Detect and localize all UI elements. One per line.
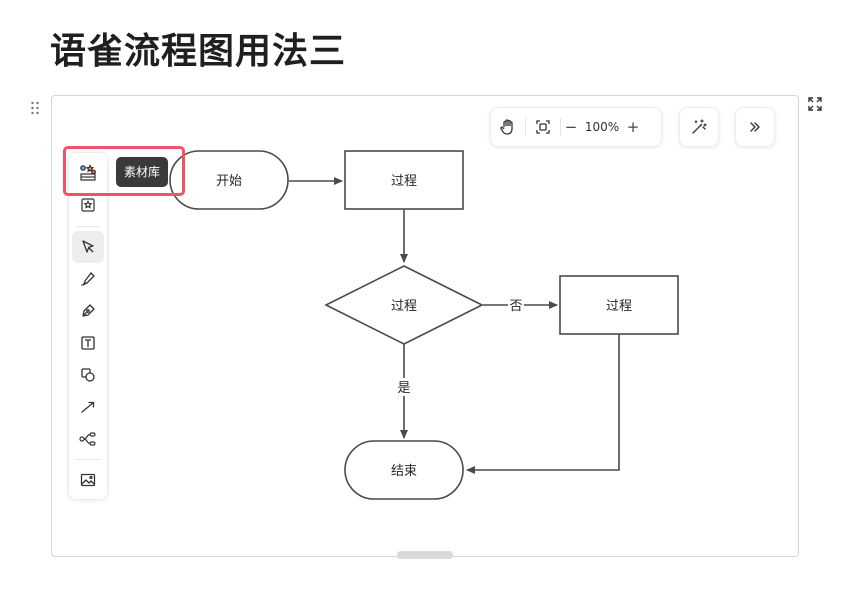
node-start-label: 开始 bbox=[216, 174, 242, 189]
node-start-shape bbox=[169, 150, 289, 210]
fullscreen-icon[interactable] bbox=[807, 96, 823, 112]
star-folder-icon[interactable] bbox=[72, 189, 104, 221]
zoom-out-button[interactable]: − bbox=[564, 118, 578, 136]
toolbar-divider bbox=[76, 226, 100, 227]
image-icon[interactable] bbox=[72, 464, 104, 496]
left-toolbar bbox=[68, 152, 108, 500]
magic-wand-icon[interactable] bbox=[679, 107, 719, 147]
edge-label-no: 否 bbox=[509, 299, 522, 314]
resize-handle[interactable] bbox=[397, 551, 453, 559]
tooltip-material-library: 素材库 bbox=[116, 157, 169, 187]
toolbar-divider bbox=[76, 459, 100, 460]
flowchart: 否 是 开始 过程 过程 过程 结束 bbox=[169, 150, 679, 500]
node-decision-label: 过程 bbox=[391, 299, 417, 314]
material-library-icon[interactable] bbox=[72, 157, 104, 189]
toolbar-divider bbox=[525, 118, 526, 136]
top-toolbar: − 100% + bbox=[490, 107, 662, 147]
whiteboard-canvas[interactable]: 否 是 开始 过程 过程 过程 结束 − 100% + bbox=[51, 95, 799, 557]
cursor-arrow-icon[interactable] bbox=[72, 231, 104, 263]
zoom-level[interactable]: 100% bbox=[584, 120, 620, 134]
pen-nib-icon[interactable] bbox=[72, 295, 104, 327]
edge-process2-to-end bbox=[466, 334, 620, 474]
zoom-in-button[interactable]: + bbox=[626, 118, 640, 136]
node-process2-shape bbox=[559, 275, 679, 335]
double-chevron-right-icon[interactable] bbox=[735, 107, 775, 147]
text-box-icon[interactable] bbox=[72, 327, 104, 359]
page-title: 语雀流程图用法三 bbox=[50, 31, 347, 72]
edge-label-yes: 是 bbox=[397, 381, 410, 396]
node-process1-shape bbox=[344, 150, 464, 210]
shapes-icon[interactable] bbox=[72, 359, 104, 391]
node-decision-shape bbox=[324, 265, 484, 345]
toolbar-divider bbox=[560, 118, 561, 136]
node-process1-label: 过程 bbox=[391, 174, 417, 189]
connector-arrow-icon[interactable] bbox=[72, 391, 104, 423]
node-end-shape bbox=[344, 440, 464, 500]
fit-view-icon[interactable] bbox=[526, 108, 560, 146]
hand-icon[interactable] bbox=[491, 108, 525, 146]
mindmap-icon[interactable] bbox=[72, 423, 104, 455]
highlight-box bbox=[63, 146, 185, 196]
node-process2-label: 过程 bbox=[606, 299, 632, 314]
node-end-label: 结束 bbox=[391, 464, 417, 479]
drag-handle-icon[interactable] bbox=[30, 100, 40, 115]
brush-icon[interactable] bbox=[72, 263, 104, 295]
